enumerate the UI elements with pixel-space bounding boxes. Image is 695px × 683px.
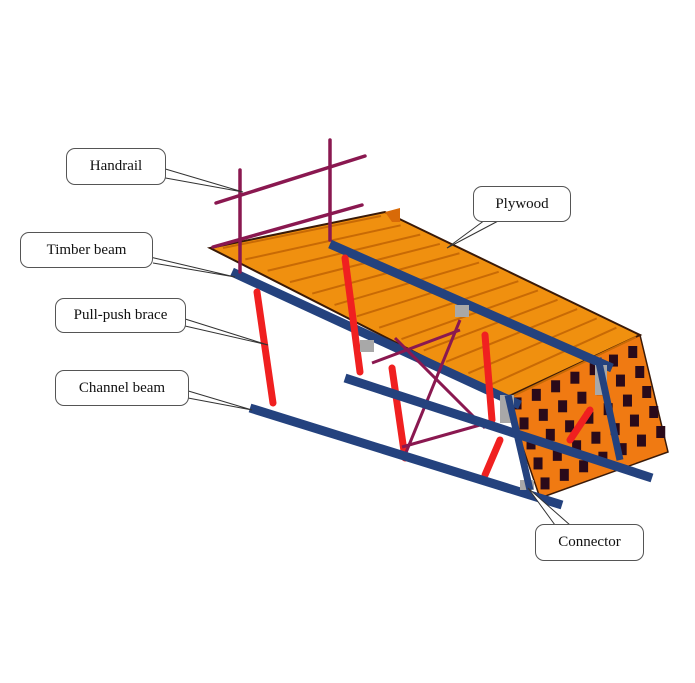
label-channel-beam: Channel beam <box>55 370 189 406</box>
timber-beam <box>334 261 480 306</box>
wall-grid-cell <box>591 431 601 444</box>
wall-grid-cell <box>656 426 666 438</box>
timber-beam <box>423 298 558 352</box>
wall-grid-cell <box>572 440 582 453</box>
wall-grid-cell <box>608 354 618 367</box>
wall-grid-cell <box>635 366 645 378</box>
label-plywood: Plywood <box>473 186 571 222</box>
wall-grid-cell <box>519 417 529 430</box>
label-timber-beam: Timber beam <box>20 232 153 268</box>
cross-braces <box>371 319 487 456</box>
timber-beam <box>378 280 519 329</box>
wall-grid-cell <box>615 374 625 387</box>
timber-beam <box>222 215 382 249</box>
channel-beam-upper <box>343 373 654 483</box>
wall-grid-cell <box>545 428 555 441</box>
wall-grid-cell <box>559 468 569 481</box>
wall-grid-cell <box>617 443 627 456</box>
wall-grid-cell <box>533 457 543 470</box>
wall-grid-cell <box>551 380 561 393</box>
wall-grid-cell <box>636 434 646 447</box>
deck-steel-beam-rear <box>328 239 614 373</box>
wall-grid-cell <box>565 420 575 433</box>
label-handrail: Handrail <box>66 148 166 185</box>
wall-grid-cell <box>589 363 599 376</box>
timber-beam <box>445 308 578 363</box>
wall-grid-cell <box>628 346 638 358</box>
wall-grid-cell <box>577 391 587 404</box>
wall-grid-cell <box>538 408 548 421</box>
wall-grid-cell <box>579 460 589 473</box>
wall-grid-cell <box>642 386 652 398</box>
label-pull-push-brace: Pull-push brace <box>55 298 186 333</box>
label-connector: Connector <box>535 524 644 561</box>
wall-grid-cell <box>622 394 632 407</box>
channel-beam-lower <box>248 403 564 510</box>
wall-grid-cell <box>558 400 568 413</box>
pull-push-braces <box>253 254 594 479</box>
deck-steel-beam-front <box>230 267 522 410</box>
timber-beam <box>356 270 499 318</box>
handrail-frame <box>211 138 367 274</box>
timber-beam <box>490 326 617 386</box>
timber-beam <box>401 289 539 341</box>
wall-grid-cell <box>552 448 562 461</box>
wall-grid-cell <box>570 371 580 384</box>
wall-grid-cell <box>540 477 550 490</box>
wall-grid-cell <box>629 414 639 427</box>
leader-lines <box>149 167 571 526</box>
timber-beam <box>245 224 401 261</box>
wall-grid-cell <box>526 437 536 450</box>
wall-grid-cell <box>649 406 659 418</box>
vertical-steel-waler <box>504 357 624 491</box>
timber-beam <box>512 336 637 397</box>
wall-grid-cell <box>531 388 541 401</box>
